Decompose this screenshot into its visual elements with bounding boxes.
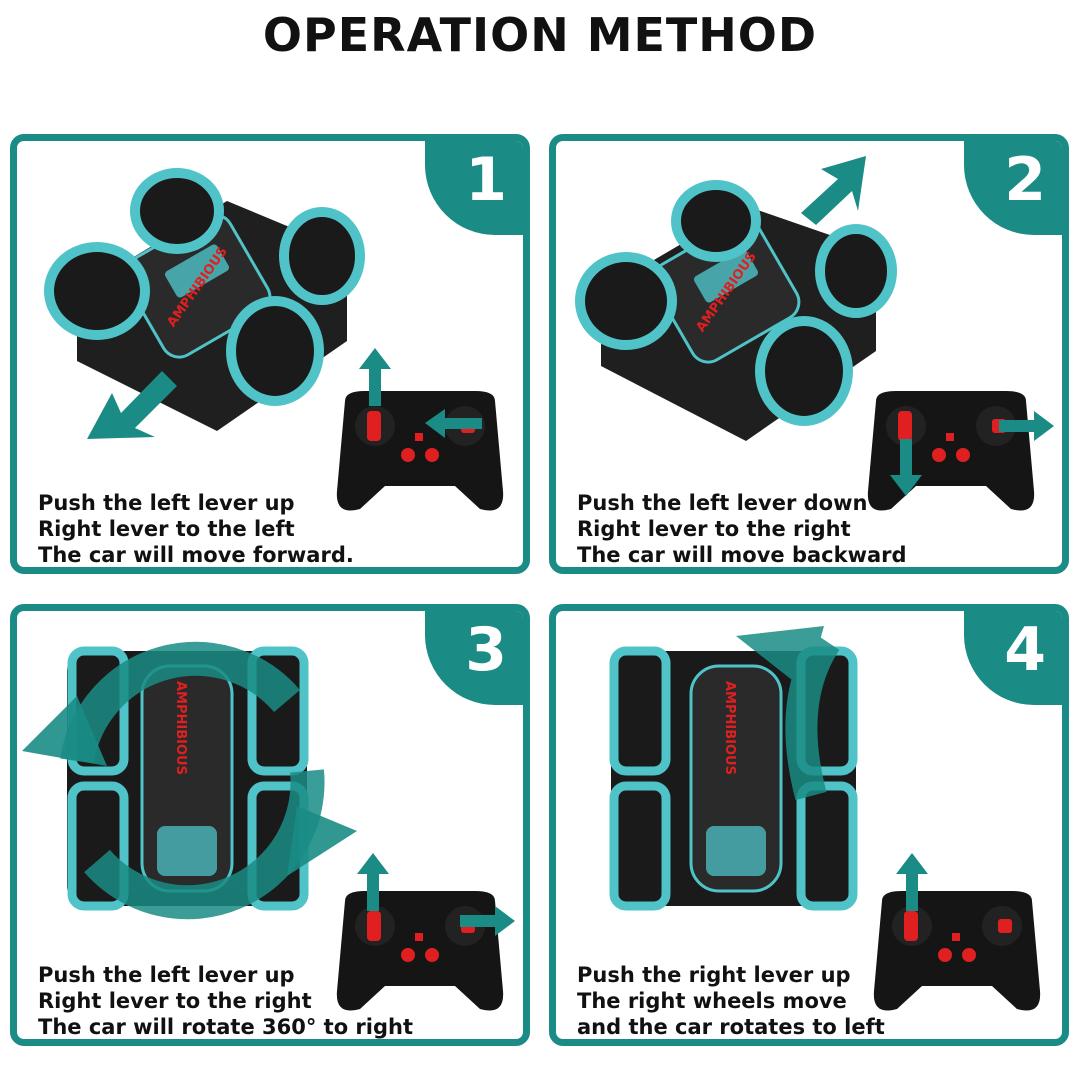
instruction-line: Right lever to the left: [38, 517, 295, 541]
rotate-arrowheads: [22, 696, 357, 876]
instruction-line: The right wheels move: [577, 989, 847, 1013]
panel-1-illustration: AMPHIBIOUS: [44, 168, 504, 511]
instruction-text: Push the left lever up Right lever to th…: [38, 962, 414, 1039]
arrow-right-icon: [460, 906, 515, 936]
instruction-text: Push the left lever up Right lever to th…: [38, 490, 354, 567]
step-number: 1: [465, 145, 507, 215]
car-brand-label: AMPHIBIOUS: [722, 681, 737, 775]
instruction-text: Push the left lever down Right lever to …: [577, 490, 907, 567]
instruction-panel-1: AMPHIBIOUS 1 Push the left lever up Righ…: [10, 134, 530, 574]
instruction-line: The car will move forward.: [38, 543, 354, 567]
instruction-line: Right lever to the right: [38, 989, 312, 1013]
rc-car-image: AMPHIBIOUS: [575, 180, 897, 441]
instruction-line: and the car rotates to left: [577, 1015, 885, 1039]
arrow-up-right-icon: [801, 156, 866, 225]
arrow-down-left-icon: [87, 371, 177, 439]
page-title: OPERATION METHOD: [262, 8, 818, 62]
arrow-up-icon: [359, 348, 391, 406]
car-brand-label: AMPHIBIOUS: [173, 681, 188, 775]
remote-controller-image: [336, 391, 504, 511]
instruction-panel-2: AMPHIBIOUS 2 Push the left lever down Ri…: [549, 134, 1069, 574]
step-number: 4: [1004, 615, 1046, 685]
panel-2-illustration: AMPHIBIOUS: [575, 156, 1054, 511]
step-number-badge: 4: [964, 611, 1062, 705]
panel-4-illustration: AMPHIBIOUS: [609, 626, 1041, 1011]
step-number: 2: [1004, 145, 1046, 215]
instruction-line: The car will rotate 360° to right: [38, 1015, 414, 1039]
arrow-up-icon: [896, 853, 928, 911]
instruction-text: Push the right lever up The right wheels…: [577, 962, 885, 1039]
instruction-panel-3: AMPHIBIOUS 3 Push the left: [10, 604, 530, 1046]
instruction-line: Push the right lever up: [577, 963, 851, 987]
step-number-badge: 3: [425, 611, 523, 705]
instruction-line: Push the left lever down: [577, 491, 868, 515]
curved-arrow-left-icon: [736, 626, 840, 801]
instruction-line: Right lever to the right: [577, 517, 851, 541]
step-number: 3: [465, 615, 507, 685]
rc-car-image: AMPHIBIOUS: [44, 168, 365, 431]
instruction-line: The car will move backward: [577, 543, 907, 567]
instruction-line: Push the left lever up: [38, 963, 295, 987]
arrow-down-icon: [890, 439, 922, 496]
instruction-line: Push the left lever up: [38, 491, 295, 515]
remote-controller-image: [873, 891, 1041, 1011]
arrow-left-icon: [425, 409, 482, 438]
arrow-right-icon: [999, 411, 1054, 441]
arrow-up-icon: [357, 853, 389, 911]
panel-3-illustration: AMPHIBIOUS: [22, 641, 515, 1011]
instruction-panel-4: AMPHIBIOUS 4 Push the right lever up The…: [549, 604, 1069, 1046]
